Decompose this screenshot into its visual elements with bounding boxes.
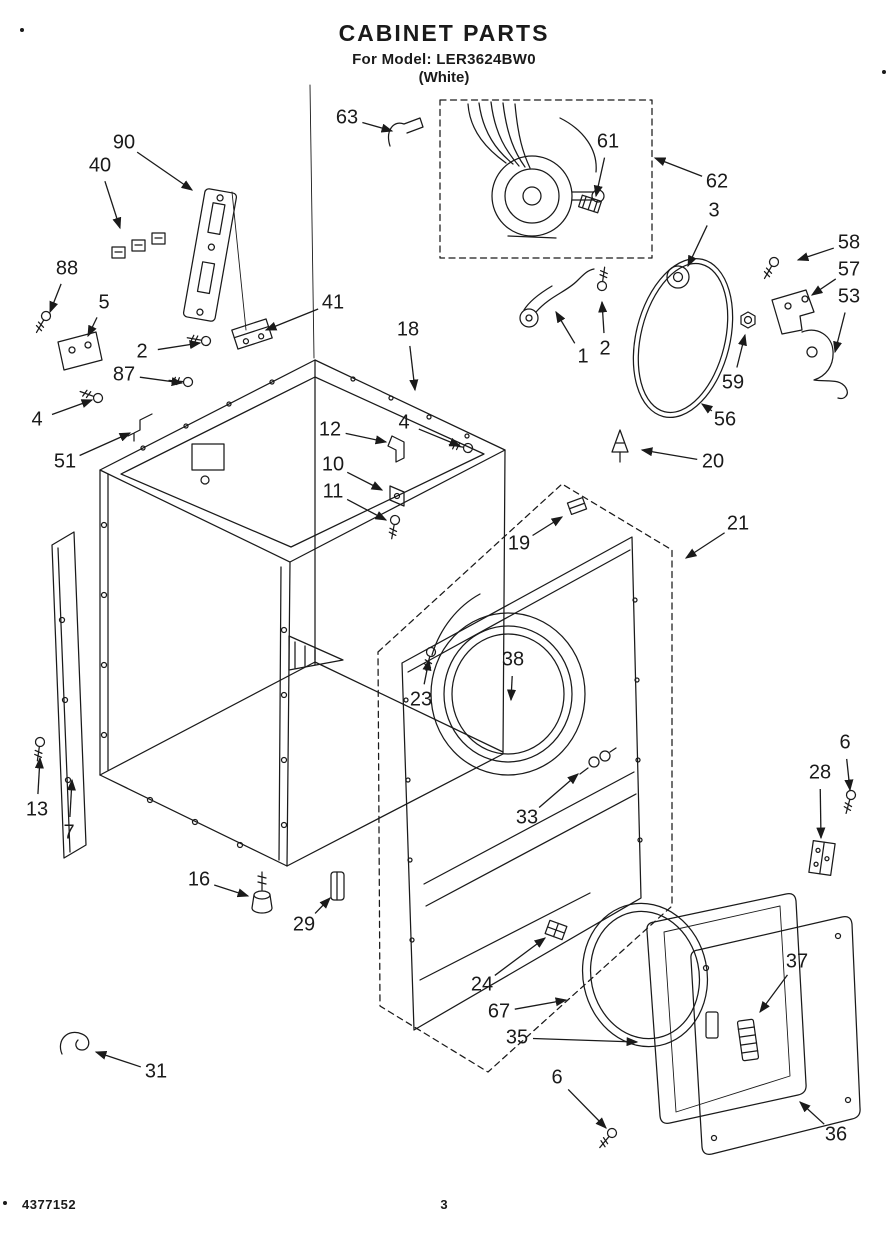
drive-belt — [632, 257, 734, 419]
part-callout-67: 67 — [487, 1000, 511, 1023]
door-latch — [579, 747, 617, 775]
part-callout-4: 4 — [398, 411, 410, 434]
part-callout-18: 18 — [396, 318, 420, 341]
part-callout-20: 20 — [701, 450, 725, 473]
part-callout-88: 88 — [55, 257, 79, 280]
fold-line — [309, 84, 315, 359]
part-callout-41: 41 — [321, 291, 345, 314]
door-hinge — [808, 839, 836, 877]
part-callout-33: 33 — [515, 806, 539, 829]
door-handle — [736, 1018, 760, 1062]
part-callout-37: 37 — [785, 950, 809, 973]
part-callout-57: 57 — [837, 258, 861, 281]
part-callout-35: 35 — [505, 1026, 529, 1049]
part-callout-31: 31 — [144, 1060, 168, 1083]
cone-foot — [611, 429, 629, 463]
page-title: CABINET PARTS — [338, 20, 550, 46]
part-callout-56: 56 — [713, 408, 737, 431]
part-callout-6: 6 — [839, 731, 851, 754]
doc-number: 4377152 — [22, 1197, 77, 1212]
part-callout-1: 1 — [577, 345, 589, 368]
hook-part — [59, 1031, 90, 1055]
part-callout-2: 2 — [136, 340, 148, 363]
finish-line: (White) — [418, 68, 470, 86]
part-callout-12: 12 — [318, 418, 342, 441]
part-callout-10: 10 — [321, 453, 345, 476]
model-line: For Model: LER3624BW0 — [352, 51, 536, 69]
cabinet-shell — [99, 359, 506, 867]
clip-part — [127, 413, 153, 442]
part-callout-53: 53 — [837, 285, 861, 308]
part-callout-16: 16 — [187, 868, 211, 891]
part-callout-23: 23 — [409, 688, 433, 711]
rail-small-brackets — [387, 435, 405, 507]
part-callout-11: 11 — [322, 480, 344, 503]
leveling-foot — [251, 871, 273, 914]
part-callout-13: 13 — [25, 798, 49, 821]
part-callout-58: 58 — [837, 231, 861, 254]
title-block: CABINET PARTS For Model: LER3624BW0 (Whi… — [0, 20, 888, 86]
bracket-guide-line — [231, 191, 247, 331]
leader-lines — [34, 121, 854, 1129]
part-callout-51: 51 — [53, 450, 77, 473]
part-callout-87: 87 — [112, 363, 136, 386]
front-panel — [401, 536, 643, 1031]
wire-harness — [519, 268, 595, 328]
part-callout-21: 21 — [726, 512, 750, 535]
page-number: 3 — [440, 1197, 448, 1212]
part-callout-6: 6 — [551, 1066, 563, 1089]
part-callout-24: 24 — [470, 973, 494, 996]
terminal-block — [578, 194, 602, 214]
part-callout-2: 2 — [599, 337, 611, 360]
clamp-part — [388, 117, 424, 147]
part-callout-63: 63 — [335, 106, 359, 129]
door-clip — [544, 919, 568, 941]
door-seal — [581, 902, 709, 1048]
part-callout-59: 59 — [721, 371, 745, 394]
part-callout-29: 29 — [292, 913, 316, 936]
mounting-bracket — [771, 289, 815, 335]
part-callout-36: 36 — [824, 1123, 848, 1146]
part-callout-7: 7 — [63, 821, 75, 844]
part-callout-38: 38 — [501, 648, 525, 671]
part-callout-5: 5 — [98, 291, 110, 314]
front-panel-dashed-outline — [377, 483, 673, 1073]
part-callout-28: 28 — [808, 761, 832, 784]
nut-part — [740, 311, 756, 329]
registration-marks — [3, 28, 886, 1205]
part-callout-61: 61 — [596, 130, 620, 153]
panel-clip — [566, 497, 588, 515]
outer-door-panel — [690, 916, 861, 1155]
shield-plate — [57, 331, 103, 371]
inner-door-panel — [646, 893, 807, 1124]
part-callout-62: 62 — [705, 170, 729, 193]
part-callout-40: 40 — [88, 154, 112, 177]
part-callout-90: 90 — [112, 131, 136, 154]
clip-set — [111, 232, 166, 259]
grommet-part — [666, 265, 690, 289]
side-panel — [51, 531, 87, 859]
base-clip — [330, 871, 345, 901]
part-callout-4: 4 — [31, 408, 43, 431]
part-callout-19: 19 — [507, 532, 531, 555]
part-callout-3: 3 — [708, 199, 720, 222]
motor-assembly — [439, 99, 653, 259]
console-bracket — [182, 188, 238, 322]
idler-arm — [801, 329, 848, 400]
